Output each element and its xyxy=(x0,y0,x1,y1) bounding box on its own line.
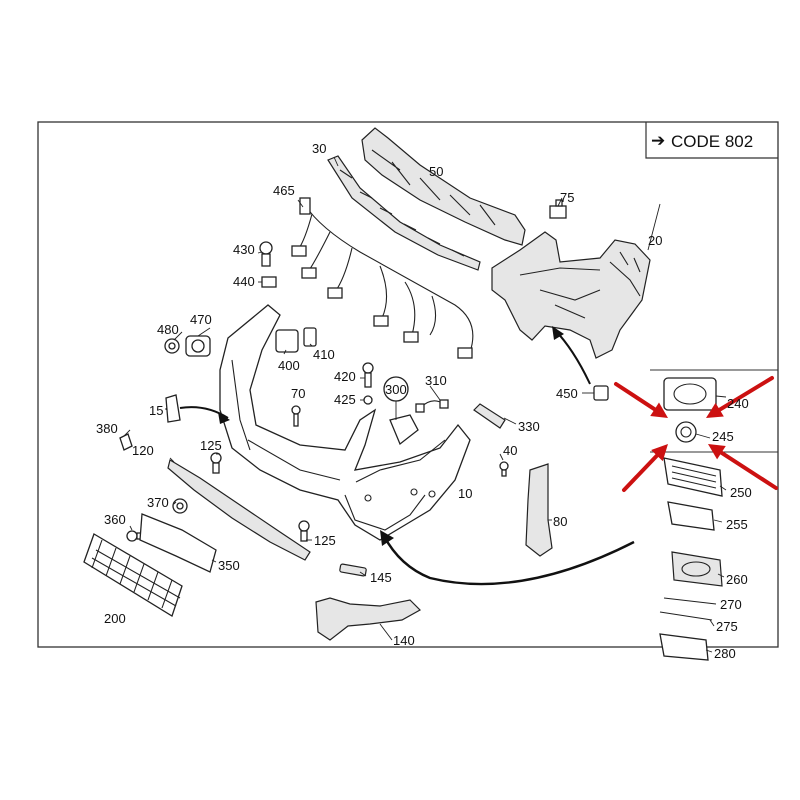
part-465-wiring-harness xyxy=(291,197,474,359)
label-140: 140 xyxy=(393,633,415,648)
part-430-bolt xyxy=(259,241,273,267)
part-140-lower-cover xyxy=(315,597,421,641)
label-300: 300 xyxy=(385,382,407,397)
label-310: 310 xyxy=(425,373,447,388)
part-260-fog-light xyxy=(671,551,723,587)
label-75: 75 xyxy=(560,190,574,205)
part-250-grille-insert xyxy=(663,457,723,497)
part-240-fog-light-frame xyxy=(663,377,717,411)
part-40-screw xyxy=(499,461,509,477)
label-120: 120 xyxy=(132,443,154,458)
label-440: 440 xyxy=(233,274,255,289)
part-480-ring xyxy=(164,338,180,354)
leader-lines xyxy=(123,156,727,653)
part-410-clip xyxy=(303,327,317,347)
code-box-label: CODE 802 xyxy=(671,132,753,151)
part-270-strip xyxy=(663,597,717,605)
label-125-a: 125 xyxy=(200,438,222,453)
label-450: 450 xyxy=(556,386,578,401)
label-410: 410 xyxy=(313,347,335,362)
assembly-arrows xyxy=(179,326,635,586)
label-50: 50 xyxy=(429,164,443,179)
part-145-clip-strip xyxy=(339,563,367,577)
part-350-plate-holder xyxy=(139,513,217,573)
part-50-reinforcement xyxy=(361,127,526,246)
part-275-strip xyxy=(659,611,713,621)
label-420: 420 xyxy=(334,369,356,384)
label-275: 275 xyxy=(716,619,738,634)
label-480: 480 xyxy=(157,322,179,337)
part-450-bolt xyxy=(593,385,609,401)
part-310-cable xyxy=(415,399,449,413)
label-280: 280 xyxy=(714,646,736,661)
part-330-strip xyxy=(473,403,506,429)
label-360: 360 xyxy=(104,512,126,527)
diagram-frame xyxy=(37,121,779,648)
part-30-strip xyxy=(327,155,481,271)
label-240: 240 xyxy=(727,396,749,411)
part-300-camera-group xyxy=(383,376,419,446)
label-245: 245 xyxy=(712,429,734,444)
label-370: 370 xyxy=(147,495,169,510)
part-125-screw-a xyxy=(210,452,222,474)
red-arrow-lower-right xyxy=(708,444,778,490)
part-15-bracket xyxy=(165,394,181,423)
part-425-washer xyxy=(363,395,373,405)
label-270: 270 xyxy=(720,597,742,612)
part-200-grille xyxy=(83,533,183,617)
label-465: 465 xyxy=(273,183,295,198)
part-125-screw-b xyxy=(298,520,310,542)
part-20-bracket xyxy=(491,231,651,359)
part-labels: 10 15 20 30 40 50 70 75 80 120 125 125 1… xyxy=(96,141,752,661)
label-30: 30 xyxy=(312,141,326,156)
red-arrow-upper-right xyxy=(706,376,774,418)
part-440-nut xyxy=(261,276,277,288)
part-370-ring xyxy=(172,498,188,514)
label-400: 400 xyxy=(278,358,300,373)
label-70: 70 xyxy=(291,386,305,401)
red-arrow-lower-left xyxy=(622,444,668,492)
label-80: 80 xyxy=(553,514,567,529)
label-10: 10 xyxy=(458,486,472,501)
red-arrow-upper-left xyxy=(614,382,668,418)
label-40: 40 xyxy=(503,443,517,458)
part-420-bolt xyxy=(362,362,374,388)
label-250: 250 xyxy=(730,485,752,500)
label-380: 380 xyxy=(96,421,118,436)
label-15: 15 xyxy=(149,403,163,418)
label-125-b: 125 xyxy=(314,533,336,548)
part-120-spoiler xyxy=(167,459,311,561)
label-260: 260 xyxy=(726,572,748,587)
highlight-arrows xyxy=(614,376,778,492)
part-470-sensor xyxy=(185,335,211,357)
label-255: 255 xyxy=(726,517,748,532)
label-350: 350 xyxy=(218,558,240,573)
part-255-bracket xyxy=(667,501,715,531)
label-425: 425 xyxy=(334,392,356,407)
part-80-side-bracket xyxy=(525,463,553,557)
part-280-holder xyxy=(659,633,709,661)
label-200: 200 xyxy=(104,611,126,626)
code-arrow-icon: ➔ xyxy=(651,131,665,150)
part-10-bumper-cover xyxy=(219,304,471,541)
part-380-clip xyxy=(119,433,133,451)
label-330: 330 xyxy=(518,419,540,434)
label-470: 470 xyxy=(190,312,212,327)
label-20: 20 xyxy=(648,233,662,248)
part-400-holder xyxy=(275,329,299,353)
code-box-border xyxy=(645,122,778,159)
label-145: 145 xyxy=(370,570,392,585)
part-70-pin xyxy=(291,405,301,427)
part-245-ring xyxy=(675,421,697,443)
label-430: 430 xyxy=(233,242,255,257)
